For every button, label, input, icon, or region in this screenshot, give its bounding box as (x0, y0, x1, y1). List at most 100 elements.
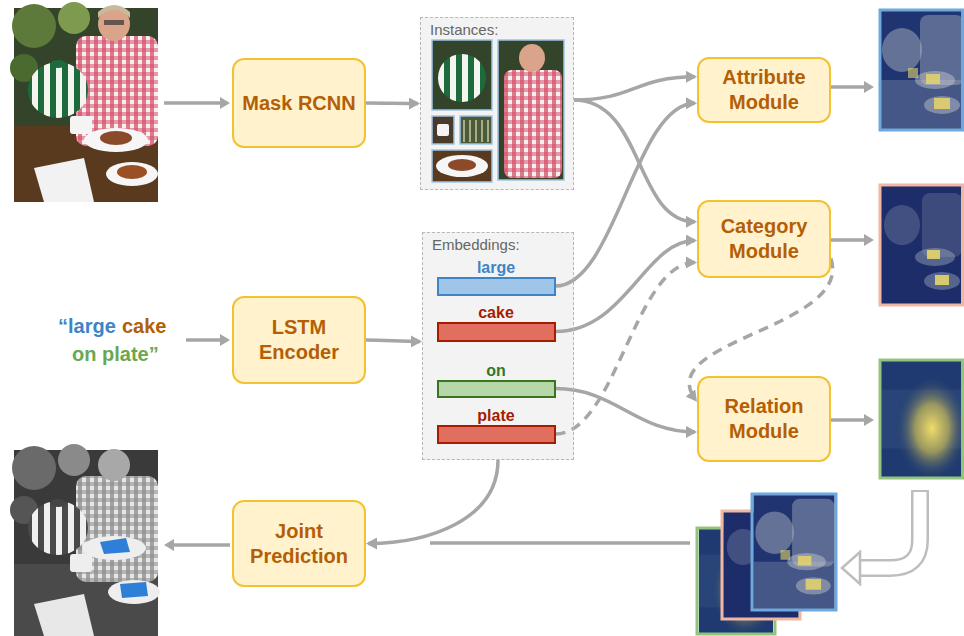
embedding-word: large (429, 259, 564, 277)
art-rect (880, 360, 963, 478)
art-path (34, 594, 94, 636)
art-path (856, 490, 920, 568)
art-ellipse (519, 44, 545, 72)
art-path (172, 543, 230, 547)
art-ellipse (448, 159, 476, 171)
panel-heading: Instances: (430, 21, 498, 38)
flow-arrows (164, 87, 866, 545)
art-rect (104, 20, 124, 25)
art-rect (880, 185, 963, 305)
art-polygon (842, 552, 860, 584)
flow-connector (366, 101, 418, 105)
art-ellipse (106, 162, 158, 186)
panel-ground (420, 17, 574, 190)
art-rect (432, 116, 454, 144)
input-phrase: cake (122, 314, 167, 338)
art-polygon (164, 539, 174, 551)
flow-connector (556, 241, 696, 332)
art-path (828, 85, 866, 89)
instance-thumbnails (432, 40, 564, 182)
art-rect (70, 116, 92, 134)
art-path (100, 538, 130, 554)
art-ellipse (438, 54, 486, 102)
process-box: LSTM Encoder (232, 296, 366, 384)
box-label: Category Module (699, 214, 829, 264)
attribute-heatmap (880, 10, 964, 130)
art-rect (504, 70, 562, 178)
art-use (880, 10, 964, 130)
process-box: Mask RCNN (232, 58, 366, 148)
box-label: Relation Module (699, 394, 829, 444)
box-label: LSTM Encoder (234, 315, 364, 365)
input-phrase: on plate” (72, 342, 159, 366)
embedding-word: cake (429, 304, 564, 322)
art-ellipse (108, 580, 160, 604)
input-photo (10, 2, 158, 202)
art-path (164, 101, 222, 105)
art-rect (752, 494, 836, 610)
flow-connector (366, 340, 420, 341)
box-label: Attribute Module (699, 65, 829, 115)
panel-heading: Embeddings: (432, 236, 520, 253)
heatmap-stack (697, 494, 836, 634)
flow-connector (574, 77, 695, 100)
art-polygon (220, 97, 230, 109)
embedding-bar: large (437, 277, 556, 296)
art-ellipse (50, 499, 66, 507)
embedding-word: on (429, 362, 564, 380)
art-ellipse (28, 62, 88, 118)
art-polygon (864, 414, 874, 426)
stack-arrow (842, 490, 920, 584)
art-ellipse (436, 155, 488, 177)
art-ellipse (98, 449, 130, 481)
art-ellipse (82, 536, 146, 560)
art-use (880, 185, 964, 305)
art-ellipse (117, 165, 147, 179)
art-circle (58, 2, 90, 34)
art-path (120, 582, 148, 598)
art-path (186, 338, 222, 342)
art-rect (437, 124, 449, 136)
dashed-connector (556, 262, 696, 434)
output-photo (10, 444, 160, 636)
flow-connector (556, 389, 696, 432)
art-use (753, 494, 834, 610)
group-panel: Embeddings: large cake on plate (422, 232, 574, 460)
flow-connector (368, 460, 498, 544)
art-circle (12, 4, 56, 48)
arrow-heads (164, 81, 874, 551)
art-path (98, 5, 130, 18)
art-rect (432, 40, 492, 110)
art-rect (70, 554, 92, 572)
art-rect (460, 116, 492, 144)
embedding-bar: plate (437, 425, 556, 444)
process-box: Category Module (697, 200, 831, 278)
panel-ground (422, 232, 574, 460)
art-rect (880, 10, 963, 130)
art-path (858, 492, 920, 568)
flow-connector (574, 100, 695, 222)
art-circle (12, 446, 56, 490)
art-rect (14, 126, 158, 202)
art-polygon (864, 81, 874, 93)
box-label: Joint Prediction (234, 519, 364, 569)
art-polygon (864, 234, 874, 246)
art-path (430, 541, 690, 545)
art-path (828, 238, 866, 242)
art-rect (498, 40, 564, 180)
process-box: Attribute Module (697, 57, 831, 123)
art-path (828, 418, 866, 422)
input-phrase: “large (58, 314, 116, 338)
process-box: Relation Module (697, 376, 831, 462)
box-label: Mask RCNN (234, 91, 363, 116)
embedding-word: plate (429, 407, 564, 425)
art-rect (432, 150, 492, 182)
category-heatmap (880, 185, 964, 305)
art-path (464, 120, 488, 142)
embedding-bar: cake (437, 322, 556, 342)
art-circle (58, 444, 90, 476)
art-polygon (220, 334, 230, 346)
art-use (881, 360, 964, 478)
embedding-bar: on (437, 380, 556, 398)
